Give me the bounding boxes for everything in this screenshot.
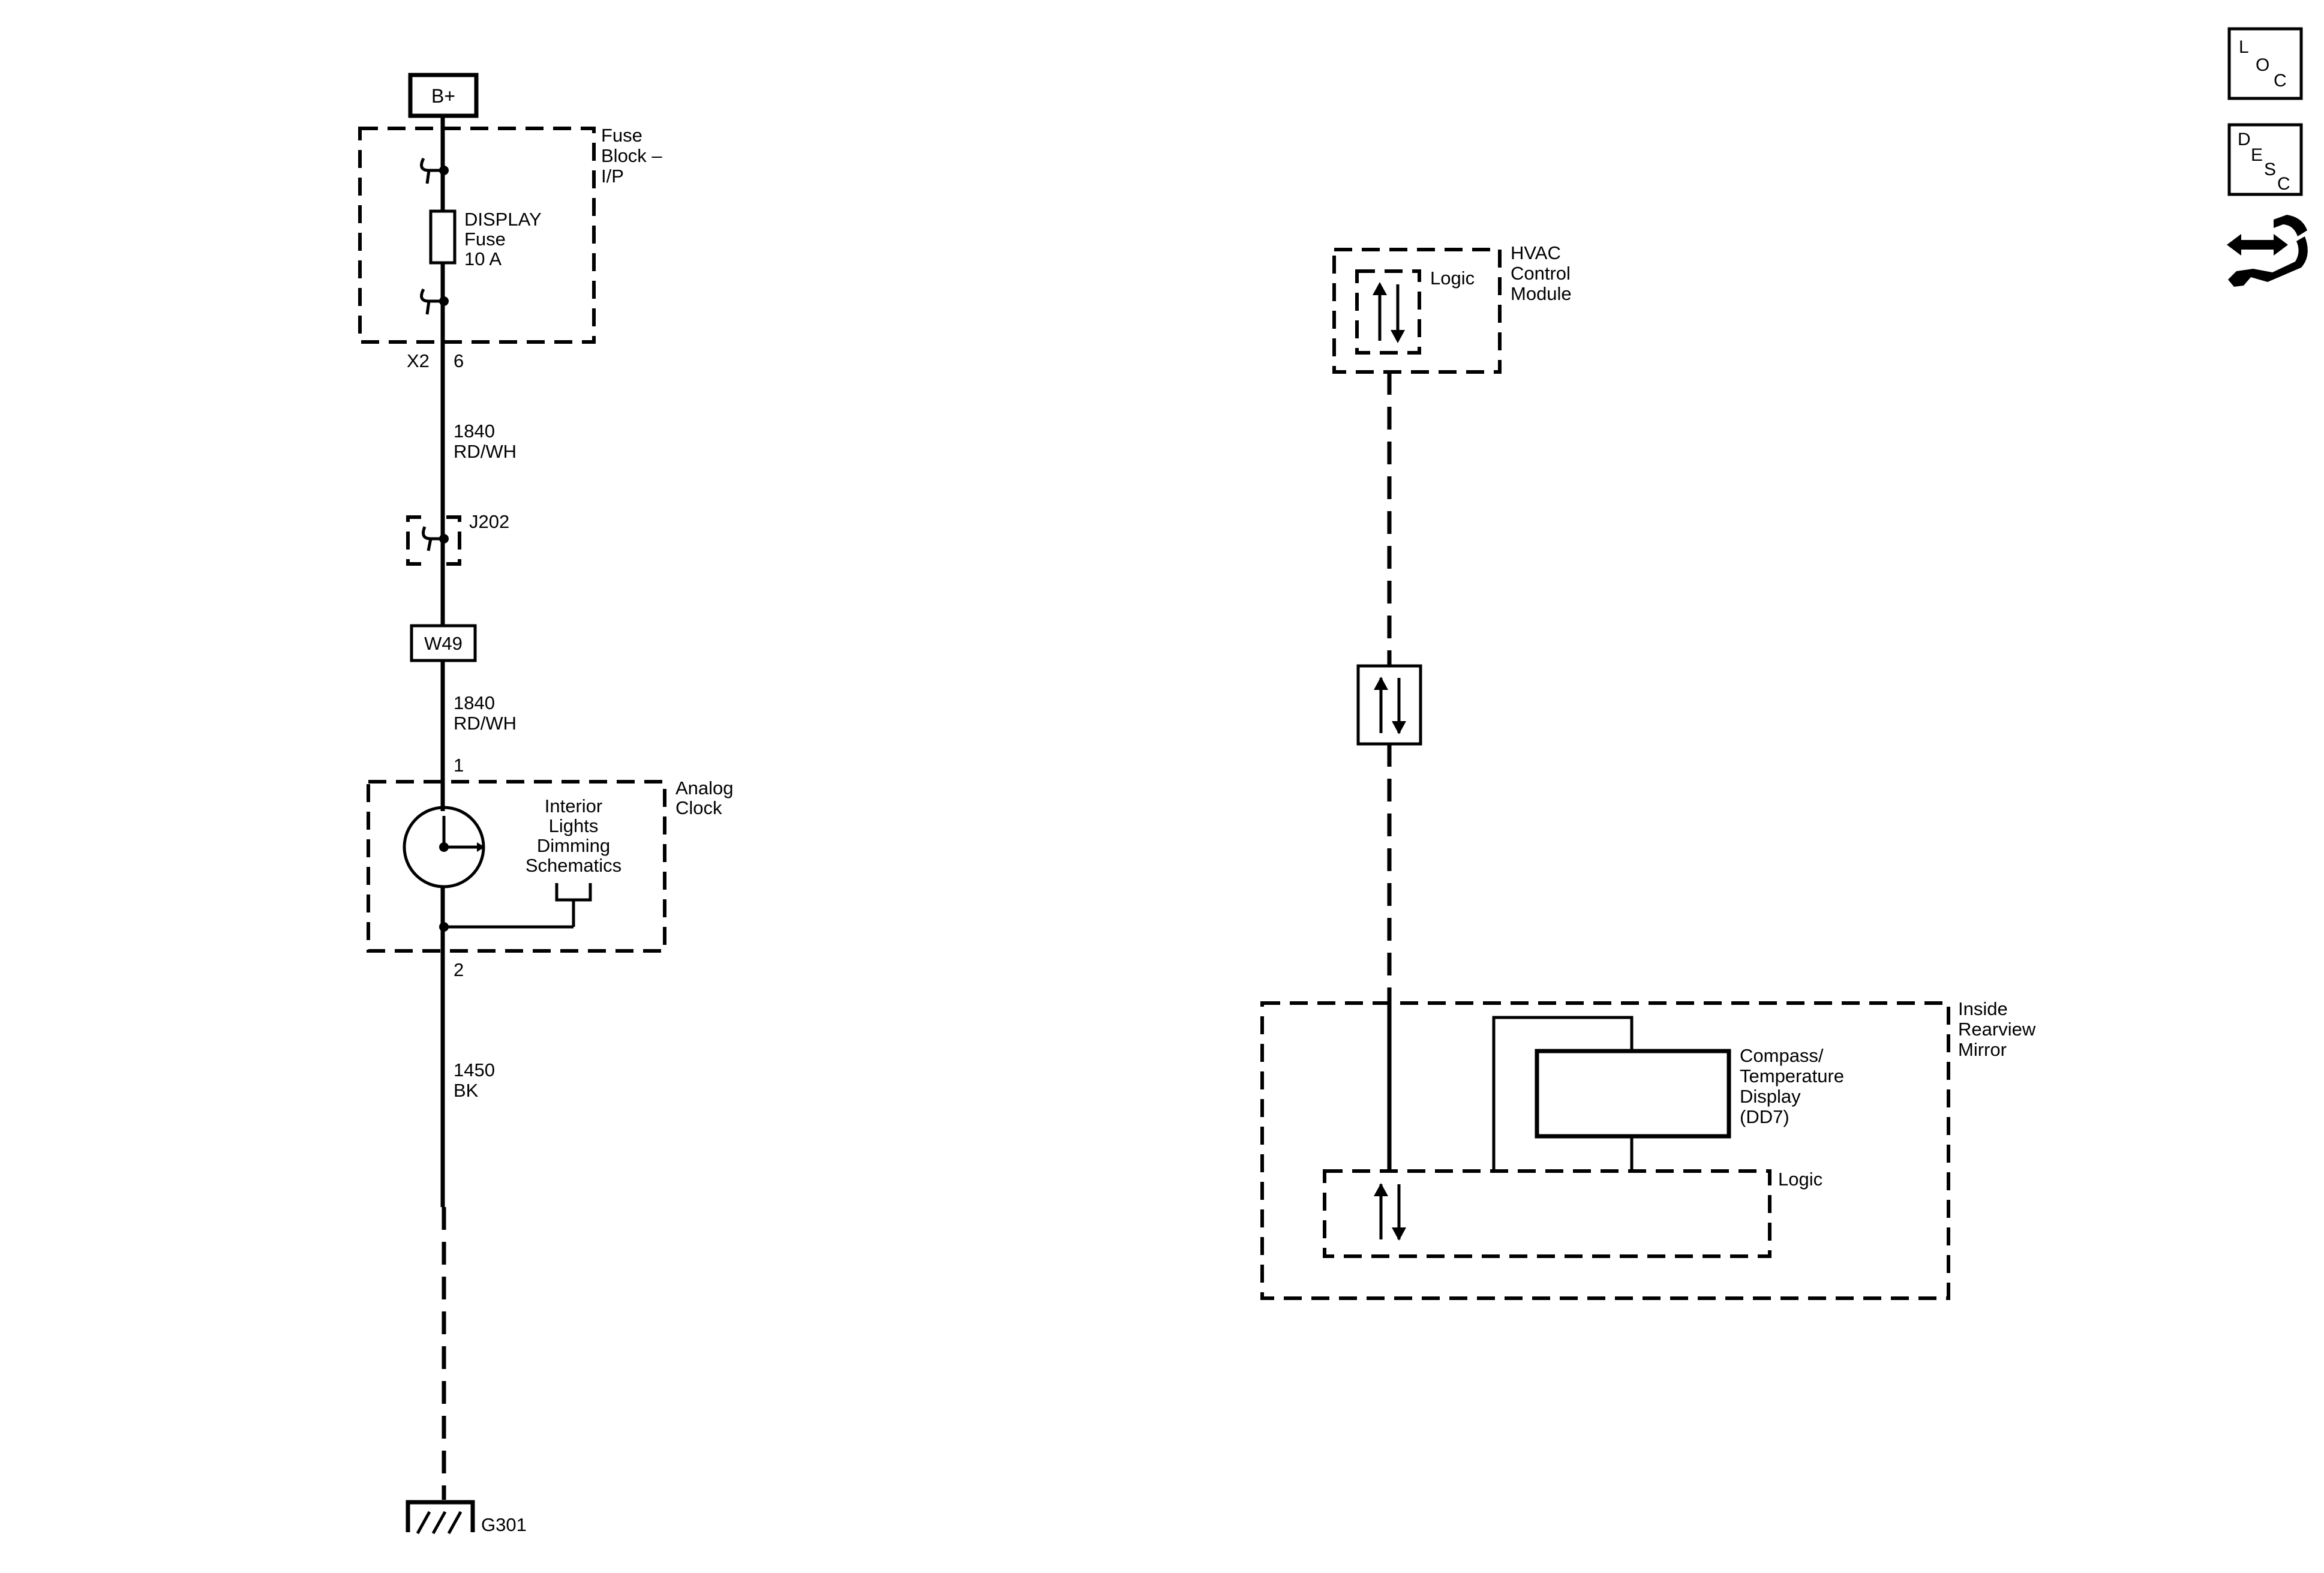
loc-letter-o: O (2256, 55, 2269, 75)
clock-pin-in: 1 (454, 755, 464, 776)
fuse-label-line1: DISPLAY (464, 209, 542, 230)
hvac-label-line1: HVAC (1511, 242, 1561, 263)
dimming-ref-line2: Lights (549, 815, 599, 836)
display-label-line2: Temperature (1740, 1065, 1844, 1086)
dimming-ref-line1: Interior (545, 795, 602, 816)
hvac-logic-box (1355, 269, 1421, 355)
mirror-logic-box (1323, 1169, 1771, 1258)
mirror-logic-label: Logic (1778, 1169, 1822, 1190)
desc-letter-e: E (2251, 145, 2263, 165)
wire-2-circuit: 1840 (454, 692, 495, 713)
compass-temperature-display (1535, 1049, 1731, 1139)
display-label-line4: (DD7) (1740, 1106, 1789, 1127)
splice-label: J202 (469, 511, 509, 532)
display-fuse (429, 209, 457, 265)
fuse-block-label-line1: Fuse (601, 125, 642, 146)
dimming-ref-line4: Schematics (526, 855, 621, 876)
ground-g301: G301 (406, 1500, 527, 1535)
mirror-label-line3: Mirror (1958, 1039, 2007, 1060)
fuse-lower-contact (420, 288, 443, 315)
inside-rearview-mirror: Inside Rearview Mirror Compass/ Temperat… (1260, 996, 2036, 1300)
wire-3-circuit: 1450 (454, 1059, 495, 1080)
hvac-logic-label: Logic (1430, 268, 1475, 289)
inline-connector-w49: W49 (410, 624, 477, 662)
fuse-block-label-line2: Block – (601, 145, 662, 166)
ground-label: G301 (481, 1514, 527, 1535)
desc-letter-d: D (2238, 130, 2251, 149)
connector-label: W49 (424, 633, 463, 654)
hvac-control-module: Logic HVAC Control Module (1332, 242, 1572, 374)
clock-pin-out: 2 (454, 959, 464, 980)
wire-1-color: RD/WH (454, 441, 517, 462)
hvac-label-line3: Module (1511, 283, 1572, 304)
mirror-label-line2: Rearview (1958, 1019, 2036, 1040)
loc-button[interactable]: L O C (2227, 27, 2303, 100)
wire-2-color: RD/WH (454, 713, 517, 734)
wire-1-circuit: 1840 (454, 421, 495, 442)
clock-label-line1: Analog (675, 778, 734, 798)
fuse-label-line2: Fuse (464, 229, 506, 250)
fuse-block-pin: 6 (454, 350, 464, 371)
ground-icon (406, 1500, 475, 1532)
fuse-block-connector: X2 (407, 350, 430, 371)
serial-data-symbol (1356, 664, 1422, 746)
fuse-upper-contact (420, 157, 443, 184)
display-label-line1: Compass/ (1740, 1045, 1824, 1066)
fuse-block-label-line3: I/P (601, 166, 624, 187)
battery-terminal: B+ (408, 73, 479, 118)
loc-letter-l: L (2239, 37, 2249, 57)
fuse-block-ip: Fuse Block – I/P (358, 125, 662, 344)
hvac-label-line2: Control (1511, 263, 1571, 284)
fuse-label-line3: 10 A (464, 248, 502, 269)
desc-letter-c: C (2277, 174, 2290, 194)
wrench-hand-icon[interactable] (2227, 215, 2308, 287)
dimming-ref-line3: Dimming (537, 835, 610, 856)
mirror-label-line1: Inside (1958, 998, 2008, 1019)
display-label-line3: Display (1740, 1086, 1801, 1107)
desc-button[interactable]: D E S C (2227, 123, 2303, 196)
analog-clock: Analog Clock Interior Lights Dimming Sch… (367, 778, 734, 953)
wire-3-color: BK (454, 1080, 479, 1101)
desc-letter-s: S (2264, 160, 2276, 179)
battery-label: B+ (431, 85, 455, 107)
clock-label-line2: Clock (675, 797, 722, 818)
splice-j202: J202 (406, 511, 509, 566)
loc-letter-c: C (2274, 71, 2287, 91)
